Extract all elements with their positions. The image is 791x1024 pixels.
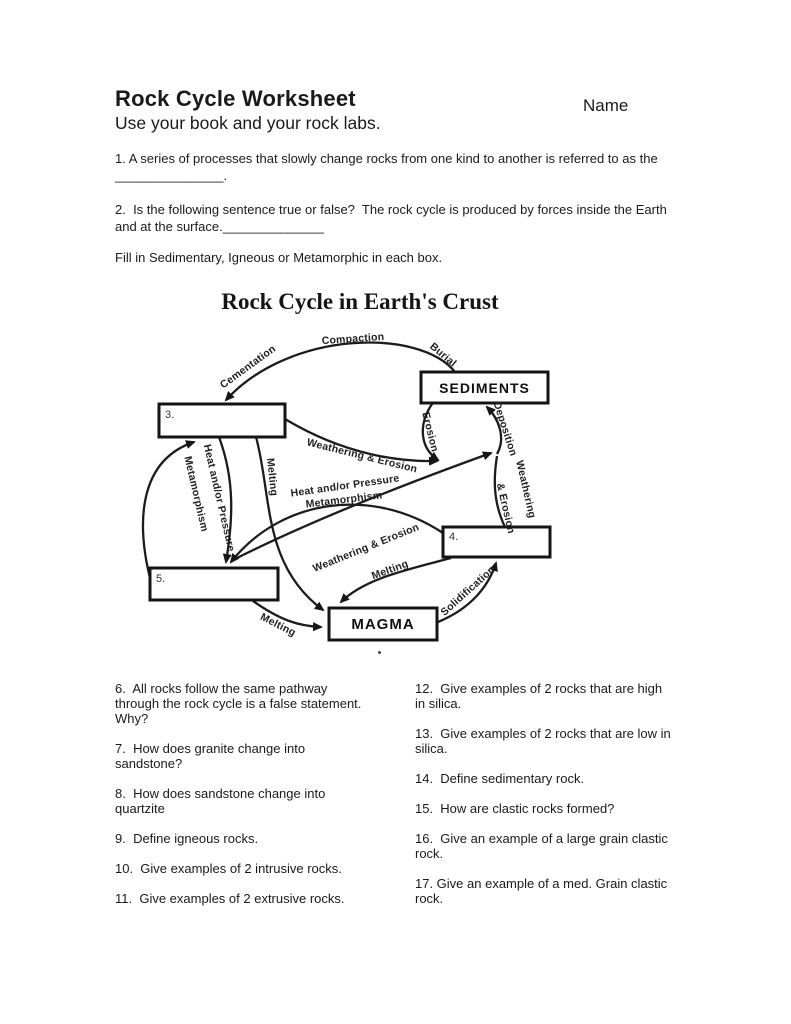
fill-box-3 xyxy=(157,402,287,439)
questions-left-column: 6. All rocks follow the same pathway thr… xyxy=(115,681,390,921)
diagram-title: Rock Cycle in Earth's Crust xyxy=(221,289,499,314)
question-6: 6. All rocks follow the same pathway thr… xyxy=(115,681,362,726)
question-2-blank: and at the surface.______________ xyxy=(115,219,324,234)
question-2: 2. Is the following sentence true or fal… xyxy=(115,201,667,235)
question-1: 1. A series of processes that slowly cha… xyxy=(115,150,658,184)
magma-box xyxy=(327,606,439,642)
sediments-box-label: SEDIMENTS xyxy=(439,379,530,396)
box-4-number: 4. xyxy=(449,531,459,543)
question-13: 13. Give examples of 2 rocks that are lo… xyxy=(415,726,671,756)
question-17: 17. Give an example of a med. Grain clas… xyxy=(415,876,668,906)
fill-in-instruction: Fill in Sedimentary, Igneous or Metamorp… xyxy=(115,250,443,265)
page-subtitle: Use your book and your rock labs. xyxy=(115,113,381,133)
question-16: 16. Give an example of a large grain cla… xyxy=(415,831,668,861)
magma-box-label: MAGMA xyxy=(351,615,415,633)
sediments-box xyxy=(419,370,550,405)
question-2-line: 2. Is the following sentence true or fal… xyxy=(115,202,667,217)
box-5-number: 5. xyxy=(156,573,166,585)
question-1-blank: _______________. xyxy=(115,168,228,183)
page-title: Rock Cycle Worksheet xyxy=(115,86,356,111)
question-14: 14. Define sedimentary rock. xyxy=(415,771,585,786)
box-3-number: 3. xyxy=(165,409,175,421)
question-1-line: 1. A series of processes that slowly cha… xyxy=(115,151,658,166)
question-7: 7. How does granite change into sandston… xyxy=(115,741,306,771)
question-11: 11. Give examples of 2 extrusive rocks. xyxy=(115,891,345,906)
questions-right-column: 12. Give examples of 2 rocks that are hi… xyxy=(415,681,695,921)
diagram-arrows xyxy=(141,341,552,642)
name-label: Name xyxy=(583,96,629,115)
fill-box-4 xyxy=(441,525,552,559)
question-12: 12. Give examples of 2 rocks that are hi… xyxy=(415,681,663,711)
rock-cycle-diagram: SEDIMENTS MAGMA 3. 4. 5. Compaction Buri… xyxy=(120,320,580,670)
fill-box-5 xyxy=(148,566,280,602)
scan-speck xyxy=(378,651,381,654)
question-10: 10. Give examples of 2 intrusive rocks. xyxy=(115,861,342,876)
question-15: 15. How are clastic rocks formed? xyxy=(415,801,615,816)
question-8: 8. How does sandstone change into quartz… xyxy=(115,786,326,816)
question-9: 9. Define igneous rocks. xyxy=(115,831,259,846)
